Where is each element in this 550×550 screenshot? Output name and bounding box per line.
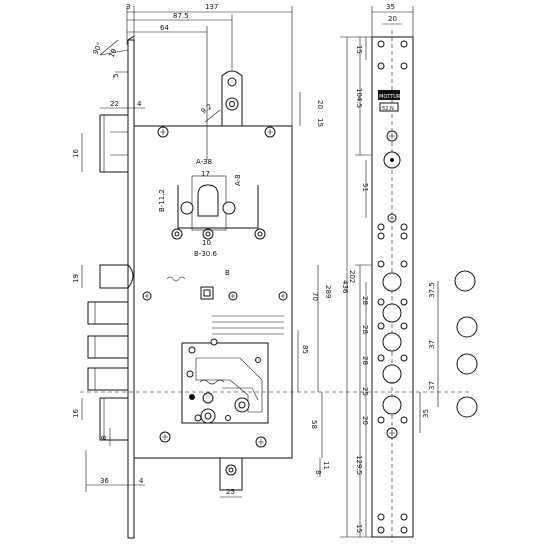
dim-4-bottom: 4	[139, 477, 144, 485]
screw-icon	[142, 291, 152, 301]
dim-36: 36	[100, 477, 109, 485]
screw-icon	[264, 126, 276, 138]
dim-10: 10	[202, 239, 211, 247]
dim-15-tab: 15	[316, 118, 324, 127]
dim-35-top: 35	[386, 3, 395, 11]
dim-17: 17	[201, 170, 210, 178]
dim-137: 137	[205, 3, 218, 11]
screw-icon	[278, 291, 288, 301]
model-label: 52.N	[382, 106, 394, 112]
dim-9-2: 9.2	[200, 103, 214, 116]
dim-90deg: 90°	[92, 41, 105, 56]
lock-case	[80, 70, 470, 491]
dim-87-5: 87.5	[173, 12, 189, 20]
bolt-heads	[454, 270, 478, 418]
screw-icon	[255, 436, 267, 448]
dim-129-5: 129.5	[355, 455, 363, 475]
dim-8-lower: 8	[100, 436, 108, 440]
dim-b: B	[225, 269, 230, 277]
dim-25-bottom: 25	[226, 488, 235, 496]
screw-icon	[157, 126, 169, 138]
dim-19-corner: 19	[108, 47, 119, 58]
dim-28-a: 28	[361, 296, 369, 305]
dim-58: 58	[310, 420, 318, 429]
dim-104-5: 104.5	[355, 88, 363, 108]
dim-85: 85	[301, 345, 309, 354]
dim-3: 3	[126, 3, 130, 11]
strike-plate	[371, 30, 414, 542]
screw-icon	[228, 291, 238, 301]
dim-a38: A-38	[196, 158, 212, 166]
screw-icon	[386, 427, 398, 439]
dim-202: 202	[348, 270, 356, 283]
dim-20-strike: 20	[361, 416, 369, 425]
dim-b11-2: B-11.2	[158, 189, 166, 212]
dim-11-case: 11	[322, 461, 330, 470]
dim-35-right: 35	[422, 409, 430, 418]
dim-22: 22	[110, 100, 119, 108]
dim-37-a: 37	[428, 340, 436, 349]
dimension-lines	[81, 6, 439, 538]
dimension-labels: 3 137 87.5 64 35 20 90° 19 5 22 4 16 9.2…	[72, 3, 436, 533]
dim-28-b: 28	[361, 325, 369, 334]
dim-4-top: 4	[137, 100, 142, 108]
dim-28-c: 28	[361, 356, 369, 365]
mechanism-plate	[181, 338, 269, 424]
screw-icon	[387, 213, 397, 223]
dim-15-strike: 15	[355, 45, 363, 54]
dim-16-top: 16	[72, 149, 80, 158]
dim-25-strike: 25	[361, 387, 369, 396]
screw-icon	[159, 431, 171, 443]
brand-label: MOTTURA	[379, 94, 404, 100]
dim-20-top: 20	[388, 15, 397, 23]
dim-70: 70	[311, 292, 319, 301]
dim-289: 289	[324, 285, 332, 298]
dim-20-tab: 20	[316, 100, 324, 109]
cylinder-housing	[177, 175, 259, 240]
dim-16-lower: 16	[72, 409, 80, 418]
dim-37-5: 37.5	[428, 282, 436, 298]
dim-5-corner: 5	[112, 74, 120, 78]
dim-436: 436	[341, 280, 349, 294]
dim-51: 51	[361, 183, 369, 192]
dim-19-latch: 19	[72, 274, 80, 283]
dim-37-b: 37	[428, 381, 436, 390]
dim-15-bottom: 15	[355, 524, 363, 533]
dim-a8: A-8	[234, 174, 242, 186]
bolts	[87, 114, 134, 441]
dim-64: 64	[160, 24, 169, 32]
dim-8-case: 8	[314, 470, 322, 474]
dim-b30-6: B-30.6	[194, 250, 217, 258]
screw-icon	[386, 130, 398, 142]
guide-lines	[212, 315, 284, 335]
